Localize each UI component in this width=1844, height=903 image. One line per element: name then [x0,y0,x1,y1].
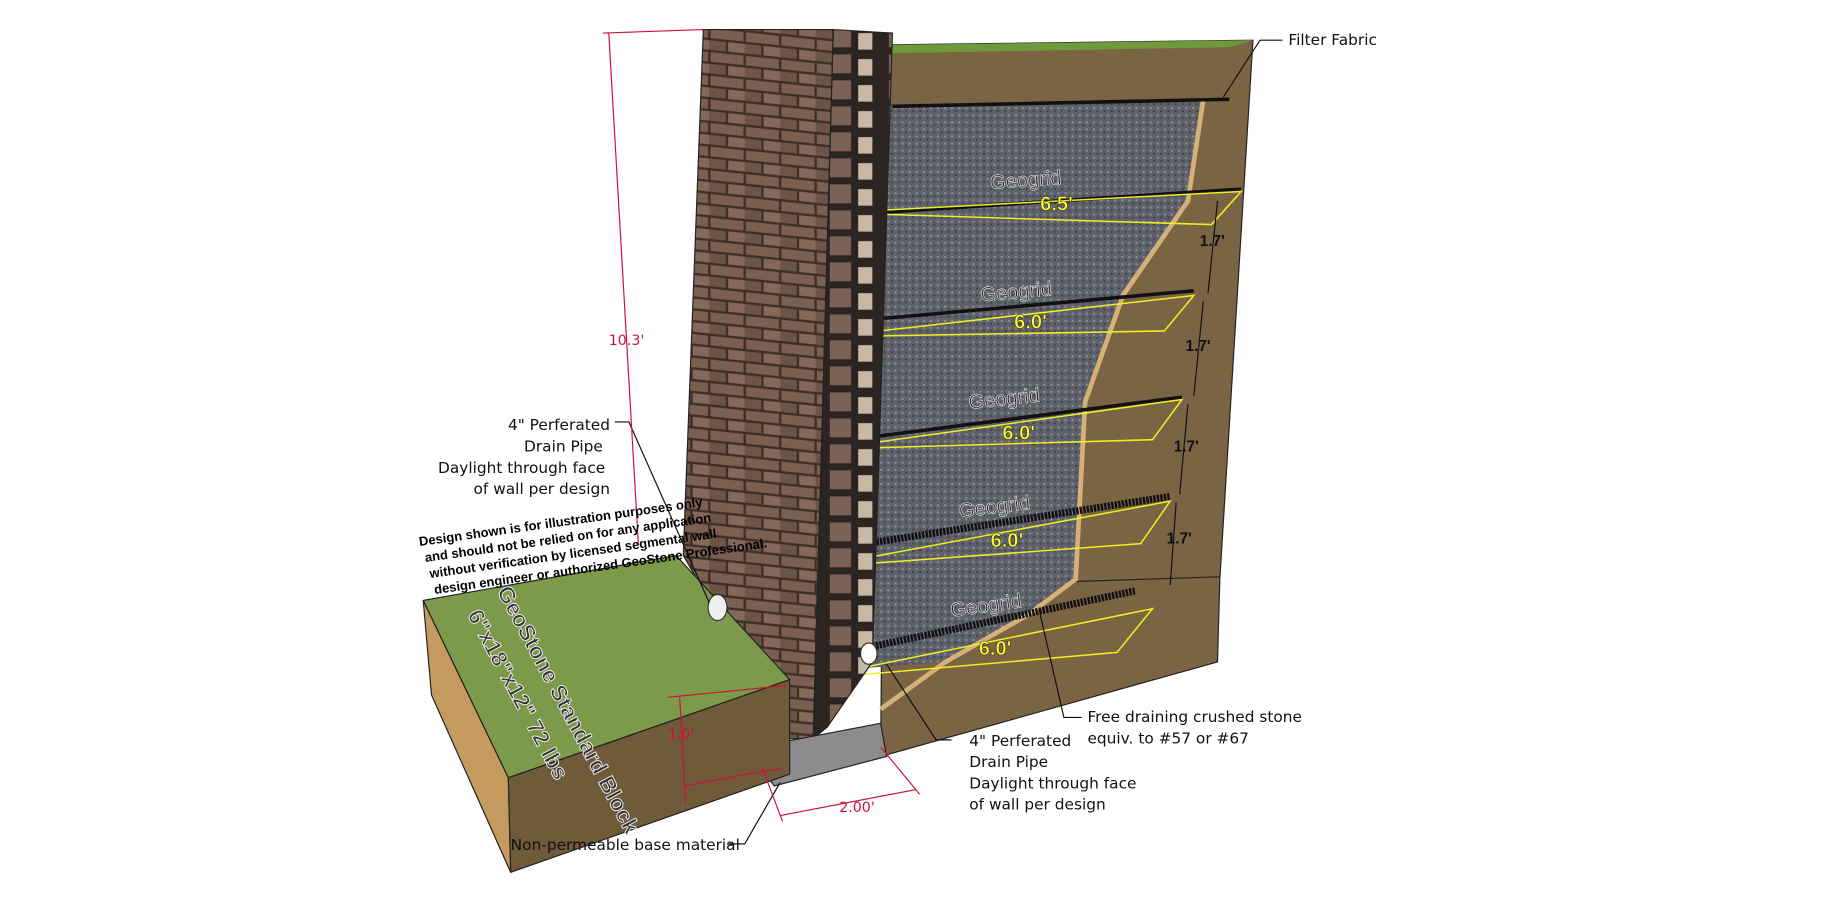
drain-lower-label: 4" Perferated Drain Pipe Daylight throug… [969,732,1136,814]
grass-surface [422,554,791,779]
filter-fabric [879,98,1206,712]
grid-length-outlines [803,190,1243,681]
embedment-label: 1.0' [668,727,694,743]
drain-upper-line: 4" Perferated [508,416,610,434]
spacing-label: 1.7' [1200,233,1225,250]
base-material-label: Non-permeable base material [511,836,740,854]
leader-lines [614,39,1283,845]
drain-pipe-upper [707,593,728,622]
drain-upper-line: Daylight through face [438,459,605,477]
spacing-label: 1.7' [1167,531,1192,548]
geogrid-length: 6.0' [1014,312,1047,334]
drain-lower-line: of wall per design [969,796,1105,814]
geogrid-length: 6.0' [991,530,1024,552]
crushed-stone-backfill [868,99,1204,668]
spacing-label: 1.7' [1186,338,1211,355]
stone-label-line2: equiv. to #57 or #67 [1087,729,1248,747]
filter-fabric-label: Filter Fabric [1288,31,1377,49]
stone-label-line1: Free draining crushed stone [1087,708,1302,726]
retaining-wall-block-ends [812,28,894,741]
geogrid-label: Geogrid [989,167,1062,194]
drain-lower-line: Drain Pipe [969,753,1048,771]
dimension-lines [602,28,921,822]
spacing-dimension-lines [1169,200,1219,586]
drain-pipe-lower [859,642,878,665]
geogrid-label: Geogrid [980,278,1053,306]
geogrid-length: 6.0' [979,638,1012,660]
drain-upper-label: 4" Perferated Drain Pipe Daylight throug… [438,416,610,498]
drain-upper-line: of wall per design [474,480,610,498]
drain-upper-line: Drain Pipe [524,438,603,456]
drain-lower-line: Daylight through face [969,774,1136,792]
retained-soil-top [886,40,1253,54]
soil-layer-line [1075,576,1220,583]
spacing-label: 1.7' [1174,439,1199,456]
drain-lower-line: 4" Perferated [969,732,1071,750]
geogrid-length: 6.5' [1040,193,1073,215]
wall-height-label: 10.3' [609,333,644,349]
geogrid-length: 6.0' [1002,423,1035,445]
base-width-label: 2.00' [839,800,874,816]
